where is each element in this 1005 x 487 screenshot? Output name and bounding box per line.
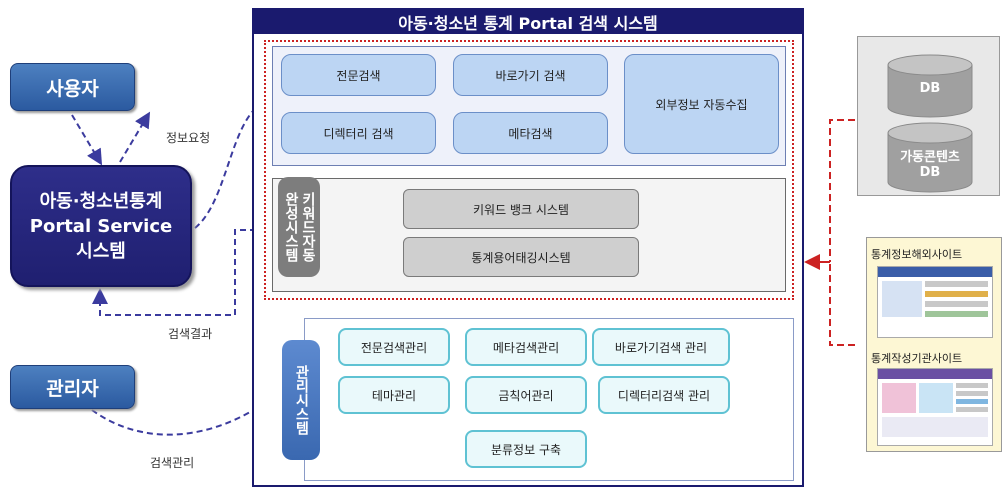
info-request-label: 정보요청 (166, 131, 211, 145)
external-collection-box: 외부정보 자동수집 (624, 54, 779, 154)
site1-thumbnail (877, 266, 993, 338)
shortcut-search-box: 바로가기 검색 (453, 54, 608, 96)
mgmt-item-classification: 분류정보 구축 (465, 430, 587, 468)
mgmt-item-theme: 테마관리 (338, 376, 450, 414)
site1-title: 통계정보해외사이트 (871, 248, 963, 261)
autocomplete-label-col1: 키워드자동 (300, 192, 316, 262)
system-title: 아동·청소년 통계 Portal 검색 시스템 (254, 10, 802, 34)
external-sites-frame: 통계정보해외사이트 통계작성기관사이트 (866, 237, 1002, 452)
search-panel: 전문검색 바로가기 검색 디렉터리 검색 메타검색 외부정보 자동수집 (272, 46, 786, 166)
portal-service-node: 아동·청소년통계 Portal Service 시스템 (10, 165, 192, 287)
mgmt-item-full-text: 전문검색관리 (338, 328, 450, 366)
db1-label: DB (919, 80, 941, 96)
management-label-text: 관리시스템 (293, 365, 310, 435)
database-frame: DB 가동콘텐츠 DB (857, 36, 1000, 196)
management-system-label: 관리시스템 (282, 340, 320, 460)
mgmt-item-meta: 메타검색관리 (465, 328, 587, 366)
db-cylinder-icon (887, 54, 973, 193)
search-manage-label: 검색관리 (150, 456, 195, 470)
search-manage-arrow (91, 392, 280, 436)
admin-label: 관리자 (46, 377, 99, 400)
site2-title: 통계작성기관사이트 (871, 352, 963, 365)
full-text-search-box: 전문검색 (281, 54, 436, 96)
user-node: 사용자 (10, 63, 135, 111)
term-tagging-box: 통계용어태깅시스템 (403, 237, 639, 277)
keyword-bank-box: 키워드 뱅크 시스템 (403, 189, 639, 229)
mgmt-item-banned-words: 금칙어관리 (465, 376, 587, 414)
search-result-arrow (92, 229, 276, 316)
db2-label-line2: DB (919, 165, 941, 180)
admin-node: 관리자 (10, 365, 135, 409)
portal-line-1: 아동·청소년통계 (39, 190, 163, 212)
db2-label-line1: 가동콘텐츠 (900, 150, 960, 165)
autocomplete-system-label: 완성시스템 키워드자동 (278, 177, 320, 277)
directory-search-box: 디렉터리 검색 (281, 112, 436, 154)
db2-label: 가동콘텐츠 DB (888, 145, 972, 181)
autocomplete-panel: 완성시스템 키워드자동 키워드 뱅크 시스템 통계용어태깅시스템 (272, 177, 786, 292)
meta-search-box: 메타검색 (453, 112, 608, 154)
mgmt-item-directory: 디렉터리검색 관리 (598, 376, 730, 414)
search-engine-area (264, 40, 794, 300)
search-result-label: 검색결과 (168, 327, 213, 341)
portal-user-arrow-up (119, 111, 151, 163)
user-portal-arrow-down (71, 114, 103, 166)
info-request-arrow (194, 95, 274, 229)
portal-search-system-frame: 아동·청소년 통계 Portal 검색 시스템 전문검색 바로가기 검색 디렉터… (252, 8, 804, 487)
site-link-line (829, 262, 855, 346)
site2-thumbnail (877, 368, 993, 446)
user-label: 사용자 (46, 77, 99, 100)
autocomplete-label-col2: 완성시스템 (283, 192, 299, 262)
db-link-line (829, 119, 855, 262)
portal-line-3: 시스템 (76, 240, 126, 262)
mgmt-item-shortcut: 바로가기검색 관리 (592, 328, 730, 366)
portal-line-2: Portal Service (29, 215, 173, 237)
